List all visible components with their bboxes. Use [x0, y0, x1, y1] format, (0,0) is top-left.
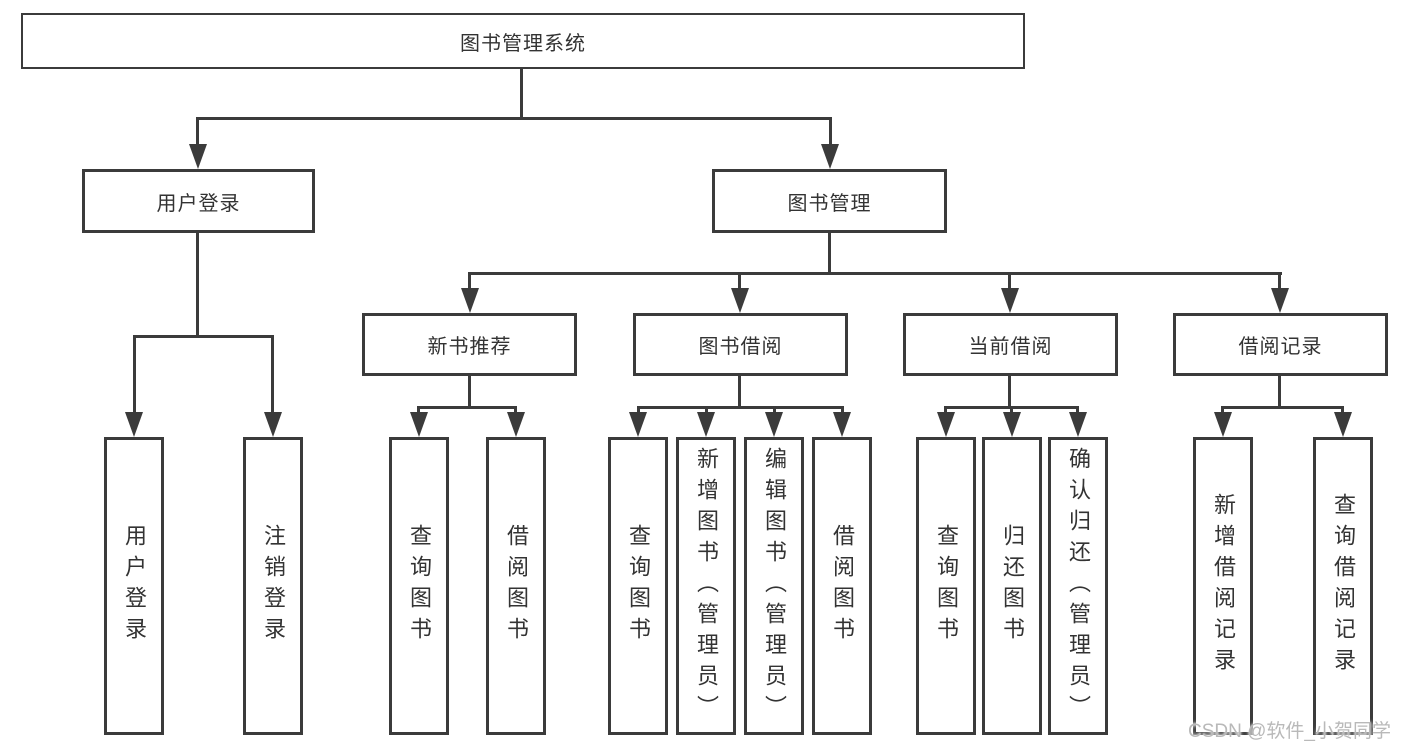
- arrow-down-icon: [1334, 412, 1352, 437]
- connector-line: [468, 272, 471, 294]
- arrow-down-icon: [1001, 288, 1019, 313]
- arrow-down-icon: [1214, 412, 1232, 437]
- leaf-add-borrow-record-label: 新增借阅记录: [1211, 493, 1236, 679]
- leaf-user-login-label: 用户登录: [122, 524, 147, 648]
- node-root-label: 图书管理系统: [460, 32, 586, 55]
- node-book-borrow-label: 图书借阅: [698, 336, 783, 358]
- node-root: 图书管理系统: [21, 13, 1025, 69]
- node-borrow-record-label: 借阅记录: [1238, 336, 1323, 358]
- connector-line: [133, 335, 274, 338]
- leaf-user-login: 用户登录: [104, 437, 164, 735]
- leaf-logout-label: 注销登录: [261, 524, 286, 648]
- leaf-confirm-return-admin-label: 确认归还（管理员）: [1066, 446, 1091, 726]
- connector-line: [738, 374, 741, 409]
- leaf-query-borrow-record: 查询借阅记录: [1313, 437, 1373, 735]
- arrow-down-icon: [937, 412, 955, 437]
- csdn-watermark: CSDN @软件_小贺同学: [1188, 721, 1391, 742]
- leaf-borrow-book-1: 借阅图书: [486, 437, 546, 735]
- leaf-return-book-label: 归还图书: [1000, 524, 1025, 648]
- arrow-down-icon: [765, 412, 783, 437]
- leaf-borrow-book-1-label: 借阅图书: [504, 524, 529, 648]
- arrow-down-icon: [507, 412, 525, 437]
- leaf-query-book-3: 查询图书: [916, 437, 976, 735]
- arrow-down-icon: [1003, 412, 1021, 437]
- leaf-add-book-admin-label: 新增图书（管理员）: [694, 446, 719, 726]
- connector-line: [468, 272, 1282, 275]
- leaf-query-book-1-label: 查询图书: [407, 524, 432, 648]
- leaf-edit-book-admin-label: 编辑图书（管理员）: [762, 446, 787, 726]
- leaf-add-book-admin: 新增图书（管理员）: [676, 437, 736, 735]
- node-new-book-recommend: 新书推荐: [362, 313, 577, 376]
- leaf-query-borrow-record-label: 查询借阅记录: [1331, 493, 1356, 679]
- node-user-login-label: 用户登录: [156, 192, 241, 215]
- connector-line: [271, 335, 274, 418]
- connector-line: [828, 231, 831, 275]
- connector-line: [738, 272, 741, 294]
- connector-line: [1221, 406, 1344, 409]
- leaf-return-book: 归还图书: [982, 437, 1042, 735]
- node-book-management: 图书管理: [712, 169, 947, 233]
- leaf-confirm-return-admin: 确认归还（管理员）: [1048, 437, 1108, 735]
- arrow-down-icon: [731, 288, 749, 313]
- leaf-logout: 注销登录: [243, 437, 303, 735]
- arrow-down-icon: [125, 412, 143, 437]
- connector-line: [637, 406, 843, 409]
- connector-line: [1278, 272, 1281, 294]
- connector-line: [520, 68, 523, 120]
- node-user-login: 用户登录: [82, 169, 315, 233]
- arrow-down-icon: [264, 412, 282, 437]
- arrow-down-icon: [1069, 412, 1087, 437]
- node-book-management-label: 图书管理: [787, 192, 872, 215]
- leaf-add-borrow-record: 新增借阅记录: [1193, 437, 1253, 735]
- arrow-down-icon: [410, 412, 428, 437]
- arrow-down-icon: [697, 412, 715, 437]
- connector-line: [417, 406, 517, 409]
- arrow-down-icon: [189, 144, 207, 169]
- arrow-down-icon: [461, 288, 479, 313]
- connector-line: [196, 117, 832, 120]
- leaf-edit-book-admin: 编辑图书（管理员）: [744, 437, 804, 735]
- leaf-query-book-1: 查询图书: [389, 437, 449, 735]
- leaf-query-book-2-label: 查询图书: [626, 524, 651, 648]
- node-new-book-recommend-label: 新书推荐: [427, 336, 512, 358]
- arrow-down-icon: [1271, 288, 1289, 313]
- connector-line: [829, 117, 832, 152]
- connector-line: [196, 231, 199, 338]
- leaf-borrow-book-2-label: 借阅图书: [830, 524, 855, 648]
- arrow-down-icon: [833, 412, 851, 437]
- connector-line: [1008, 272, 1011, 294]
- connector-line: [1008, 374, 1011, 409]
- node-book-borrow: 图书借阅: [633, 313, 848, 376]
- node-current-borrow: 当前借阅: [903, 313, 1118, 376]
- node-current-borrow-label: 当前借阅: [968, 336, 1053, 358]
- connector-line: [196, 117, 199, 152]
- connector-line: [468, 374, 471, 409]
- arrow-down-icon: [821, 144, 839, 169]
- leaf-query-book-2: 查询图书: [608, 437, 668, 735]
- leaf-borrow-book-2: 借阅图书: [812, 437, 872, 735]
- node-borrow-record: 借阅记录: [1173, 313, 1388, 376]
- leaf-query-book-3-label: 查询图书: [934, 524, 959, 648]
- arrow-down-icon: [629, 412, 647, 437]
- connector-line: [133, 335, 136, 418]
- connector-line: [1278, 374, 1281, 409]
